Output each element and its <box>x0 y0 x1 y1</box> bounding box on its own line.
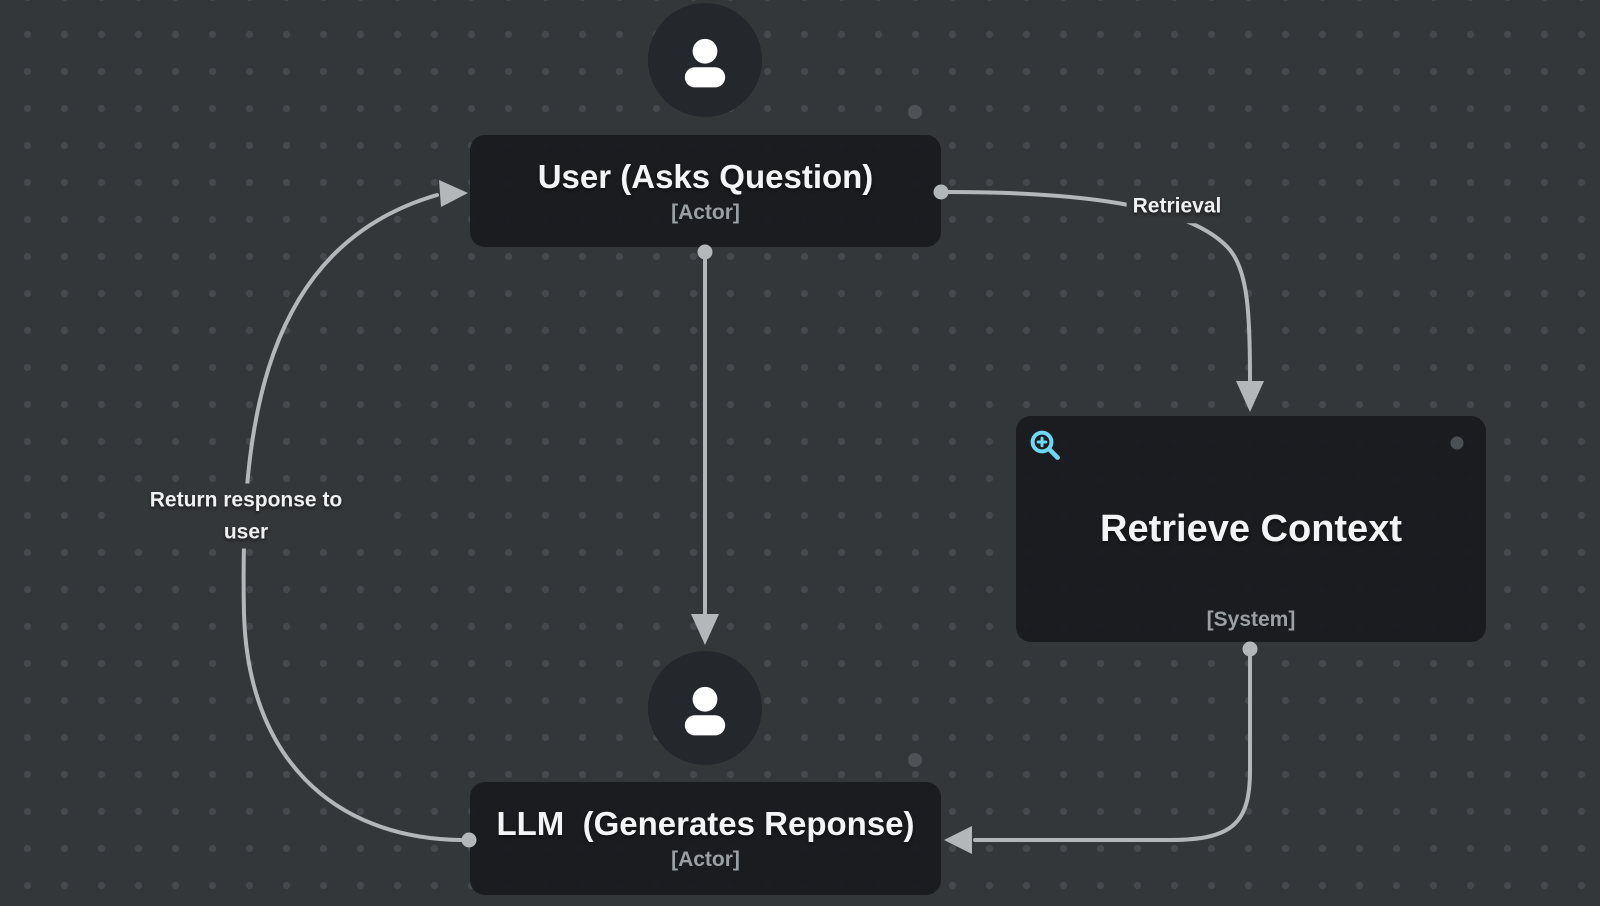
node-llm-title: LLM (Generates Reponse) <box>496 805 915 842</box>
edge-label-retrieval[interactable]: Retrieval <box>1126 189 1228 223</box>
arrowhead-right-icon <box>439 180 468 207</box>
node-user-subtitle: [Actor] <box>671 200 740 224</box>
deco-dot <box>908 105 922 119</box>
arrowhead-left-icon <box>944 826 972 854</box>
node-user[interactable]: User (Asks Question) [Actor] <box>470 135 941 247</box>
person-icon <box>684 38 726 88</box>
zoom-in-icon <box>1030 430 1060 460</box>
node-retrieve-subtitle: [System] <box>1206 608 1296 631</box>
deco-dot <box>908 753 922 767</box>
node-retrieve-title: Retrieve Context <box>1100 507 1402 550</box>
edge-retrieve-to-llm[interactable] <box>973 654 1252 842</box>
node-llm[interactable]: LLM (Generates Reponse) [Actor] <box>470 782 941 895</box>
node-llm-subtitle: [Actor] <box>671 848 740 871</box>
llm-avatar[interactable] <box>648 651 762 765</box>
user-avatar[interactable] <box>648 3 762 117</box>
edge-label-return-response[interactable]: Return response to user <box>125 483 367 549</box>
node-retrieve-context[interactable]: Retrieve Context [System] <box>1016 416 1486 642</box>
person-icon <box>684 686 726 736</box>
arrowhead-down-icon <box>691 614 719 645</box>
edge-endpoint-dot <box>1242 641 1258 657</box>
arrowhead-down-icon <box>1236 381 1264 412</box>
node-user-title: User (Asks Question) <box>537 157 874 195</box>
